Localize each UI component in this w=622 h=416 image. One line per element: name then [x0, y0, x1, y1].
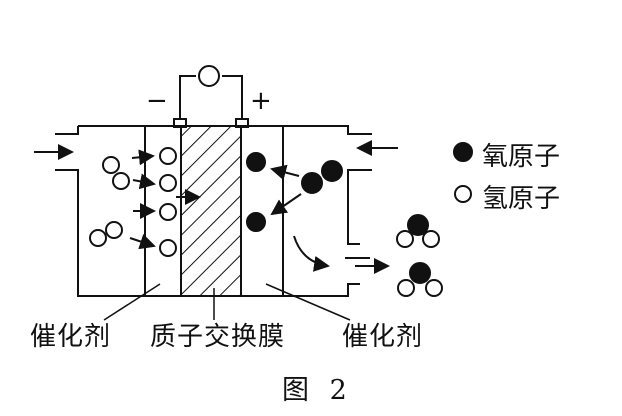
positive-sign-label: +	[250, 86, 272, 116]
right-catalyst-caption: 催化剂	[342, 322, 424, 352]
water-molecule-1	[396, 214, 440, 248]
membrane-caption: 质子交换膜	[150, 322, 286, 352]
label-leader-lines	[103, 283, 351, 321]
external-circuit-wire	[179, 75, 243, 122]
water-molecule-2	[397, 262, 443, 297]
figure-caption: 图 2	[282, 375, 353, 406]
anode-hydrogen-atoms	[89, 156, 130, 247]
legend-hydrogen-symbol	[454, 185, 472, 203]
reaction-arrows	[129, 149, 330, 272]
oxygen-atoms	[246, 152, 343, 232]
negative-sign-label: −	[146, 86, 168, 116]
legend-hydrogen-label: 氢原子	[482, 184, 561, 214]
left-catalyst-caption: 催化剂	[30, 322, 112, 352]
cell-housing	[55, 125, 372, 297]
legend-oxygen-symbol	[453, 142, 473, 162]
catalyst-hydrogen-atoms	[159, 147, 177, 257]
proton-exchange-membrane	[180, 125, 242, 297]
legend-oxygen-label: 氧原子	[482, 142, 561, 172]
circuit-load-symbol	[198, 65, 220, 87]
left-inlet-walls	[55, 133, 78, 171]
